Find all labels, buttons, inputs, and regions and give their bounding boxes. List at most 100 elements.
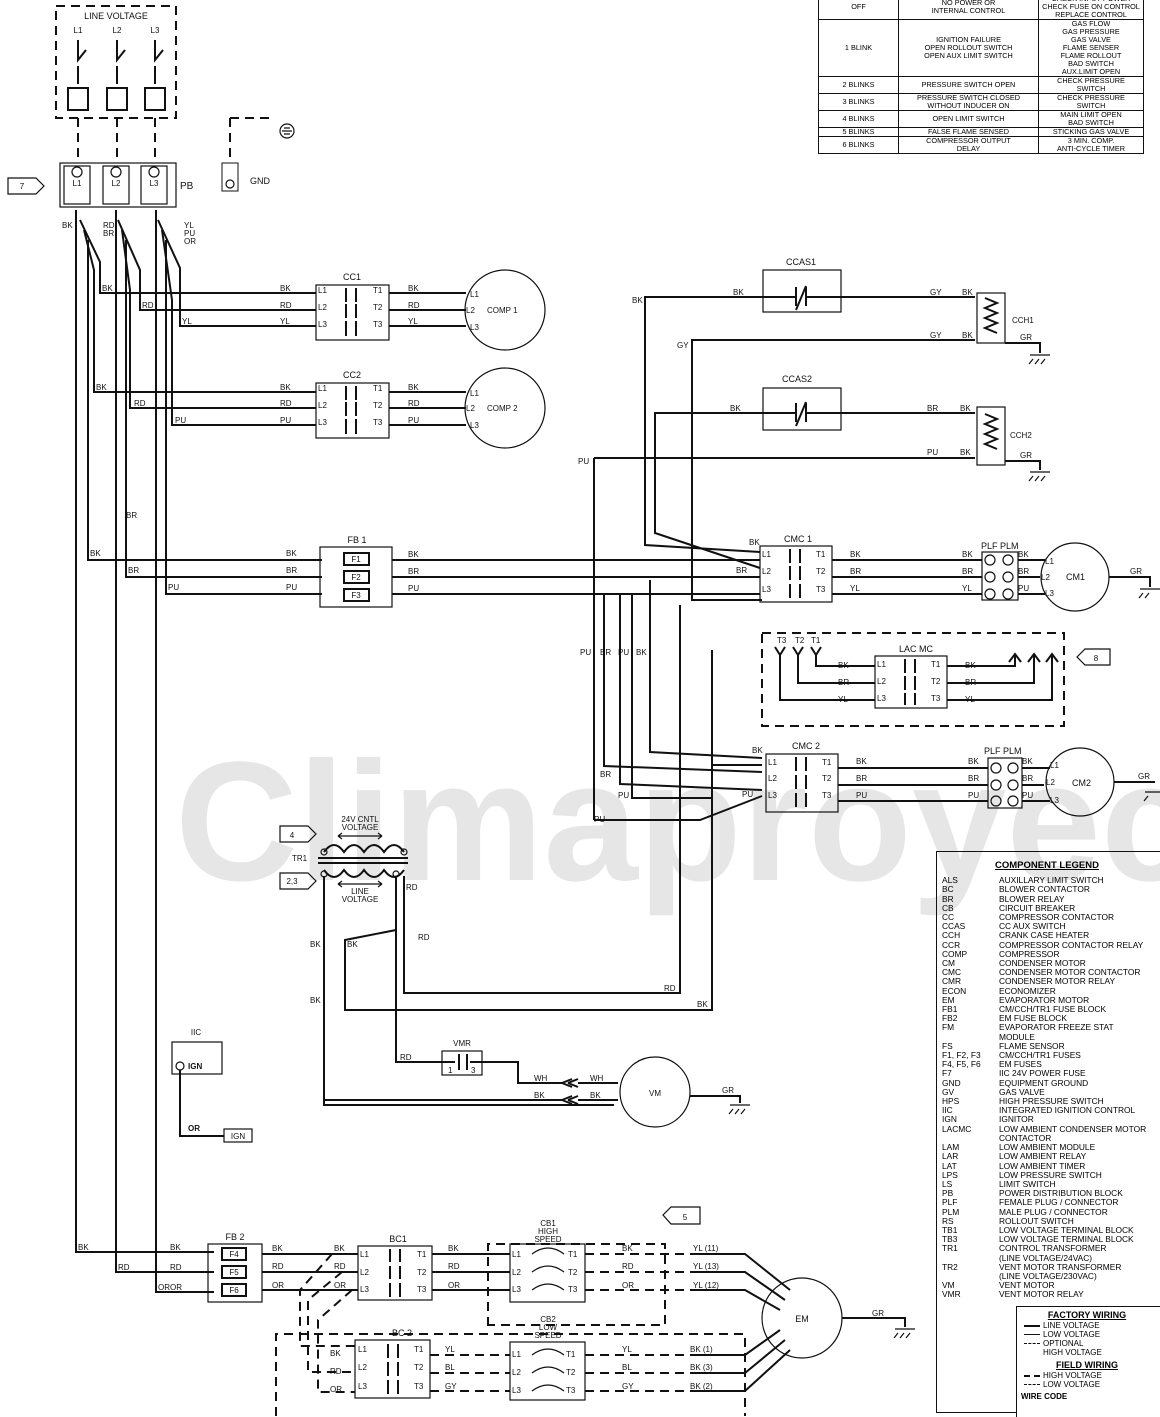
wire-label: GY xyxy=(622,1382,634,1391)
wire-label: L3 xyxy=(470,421,479,430)
wire-label: PLF PLM xyxy=(984,746,1022,756)
wire-label: PU xyxy=(184,229,195,238)
wire-label: CCAS1 xyxy=(786,257,816,267)
wire-label: T2 xyxy=(822,774,832,783)
wire-label: WH xyxy=(590,1074,604,1083)
diagnostic-cause: PRESSURE SWITCH CLOSED WITHOUT INDUCER O… xyxy=(898,93,1039,111)
wire-label: L3 xyxy=(512,1285,521,1294)
wire-label: GY xyxy=(930,331,942,340)
wire-label: BK xyxy=(636,648,647,657)
wire-label: COMP 2 xyxy=(487,404,518,413)
legend-description: BLOWER RELAY xyxy=(999,893,1065,904)
wire-label: BK xyxy=(96,383,107,392)
wire-label: L2 xyxy=(512,1368,521,1377)
legend-description: LOW VOLTAGE TERMINAL BLOCK xyxy=(999,1224,1134,1235)
wire-label: CM2 xyxy=(1072,778,1091,788)
legend-description: VENT MOTOR TRANSFORMER xyxy=(999,1261,1122,1272)
legend-description: CIRCUIT BREAKER xyxy=(999,902,1076,913)
wire-label: T3 xyxy=(414,1382,424,1391)
wire-label: T1 xyxy=(816,550,826,559)
wire-label: YL (11) xyxy=(693,1244,719,1253)
wire-label: L2 xyxy=(762,567,771,576)
wire-label: BK xyxy=(960,448,971,457)
wire-label: L1 xyxy=(73,179,82,188)
wire-label: T2 xyxy=(417,1268,427,1277)
wire-label: L3 xyxy=(318,320,327,329)
wire-label: PB xyxy=(180,181,194,192)
wire-label: BL xyxy=(622,1363,632,1372)
wire-label: GR xyxy=(1138,772,1150,781)
wire-label: BK xyxy=(960,404,971,413)
wire-label: BK xyxy=(534,1091,545,1100)
wire-label: T2 xyxy=(816,567,826,576)
wire-label: L1 xyxy=(512,1250,521,1259)
legend-abbreviation: PB xyxy=(942,1188,954,1199)
wire-label: T1 xyxy=(811,636,821,645)
wire-label: GR xyxy=(722,1086,734,1095)
wire-label: RD xyxy=(142,301,154,310)
factory-line-voltage: LINE VOLTAGE xyxy=(1017,1321,1160,1330)
legend-description: CONDENSER MOTOR RELAY xyxy=(999,976,1116,987)
wire-label: IGN xyxy=(188,1062,202,1071)
legend-description: EVAPORATOR MOTOR xyxy=(999,994,1090,1005)
main-bundle-wires xyxy=(75,210,322,1293)
svg-text:VOLTAGE: VOLTAGE xyxy=(342,895,379,904)
wire-label: RD xyxy=(272,1262,284,1271)
wire-label: IGN xyxy=(231,1132,245,1141)
legend-abbreviation: LAT xyxy=(942,1160,957,1171)
wire-label: L2 xyxy=(512,1268,521,1277)
legend-abbreviation: CM xyxy=(942,958,956,969)
line-voltage-disconnect: LINE VOLTAGE L1 L2 L3 xyxy=(55,5,177,158)
legend-description: FEMALE PLUG / CONNECTOR xyxy=(999,1197,1119,1208)
wire-label: PU xyxy=(280,416,291,425)
wire-label: OR xyxy=(622,1281,634,1290)
wire-label: BR xyxy=(838,678,849,687)
diagnostic-cause: NO POWER OR INTERNAL CONTROL xyxy=(898,0,1039,20)
field-low-voltage: LOW VOLTAGE xyxy=(1017,1380,1160,1389)
wire-label: RD xyxy=(134,399,146,408)
legend-description: HIGH PRESSURE SWITCH xyxy=(999,1096,1104,1107)
wire-label: IIC xyxy=(191,1028,201,1037)
wire-label: T2 xyxy=(373,401,383,410)
wire-label: BK xyxy=(272,1244,283,1253)
wire-label: F4 xyxy=(229,1250,239,1259)
wire-label: F6 xyxy=(229,1286,239,1295)
wire-label: BK xyxy=(334,1244,345,1253)
wire-label: RD xyxy=(334,1262,346,1271)
wire-label: L3 xyxy=(877,694,886,703)
wire-label: L1 xyxy=(1050,761,1059,770)
wire-label: OR xyxy=(448,1281,460,1290)
legend-description: LOW AMBIENT MODULE xyxy=(999,1142,1096,1153)
wire-label: VM xyxy=(649,1089,661,1098)
wire-label: RD xyxy=(664,984,676,993)
wire-label: YL xyxy=(182,317,192,326)
wire-label: T3 xyxy=(822,791,832,800)
wire-label: PLF PLM xyxy=(981,541,1019,551)
legend-description: EM FUSES xyxy=(999,1059,1042,1070)
legend-description: (LINE VOLTAGE/24VAC) xyxy=(999,1252,1093,1263)
wire-label: CCH2 xyxy=(1010,431,1032,440)
wire-label: PU xyxy=(968,791,979,800)
wire-label: L3 xyxy=(1045,589,1054,598)
wire-label: L1 xyxy=(762,550,771,559)
diagnostic-cause: IGNITION FAILURE OPEN ROLLOUT SWITCH OPE… xyxy=(898,19,1039,77)
wire-label: T3 xyxy=(566,1386,576,1395)
wire-label: OR xyxy=(330,1385,342,1394)
wire-label: T2 xyxy=(931,677,941,686)
wire-label: F1 xyxy=(351,555,361,564)
legend-abbreviation: TB1 xyxy=(942,1224,958,1235)
wire-label: RD xyxy=(448,1262,460,1271)
wire-label: CMC 2 xyxy=(792,741,820,751)
legend-abbreviation: VM xyxy=(942,1280,955,1291)
